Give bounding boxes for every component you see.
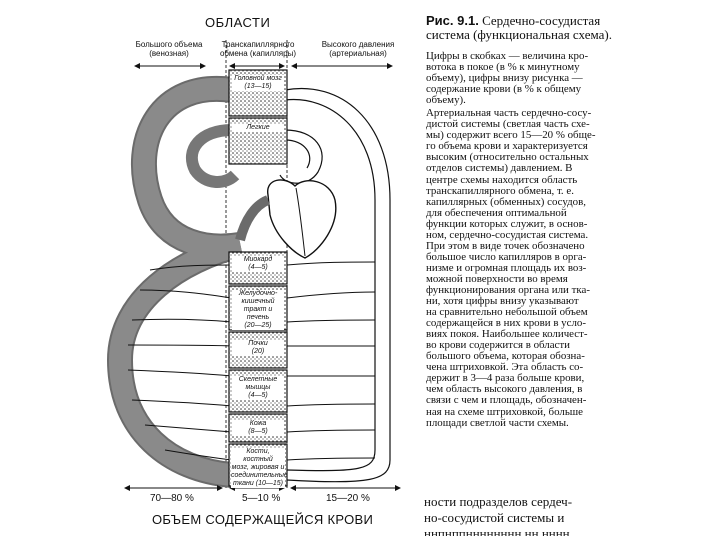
caption-line: чем область высокого давления, в: [426, 383, 583, 396]
caption-line: объему).: [426, 94, 466, 107]
organ-label-line: кишечный: [241, 298, 275, 305]
continuation-line-cropped: ннпнппнннннннн нн нннн: [424, 526, 570, 536]
organ-label-gi-tract-liver: Желудочно- кишечный тракт и печень (20—2…: [232, 290, 284, 330]
caption-figure-title: Сердечно-сосудистая система (функциональ…: [426, 13, 612, 42]
column-header-line: Высокого давления: [321, 40, 395, 49]
caption-line: связи с чем и площадь, обозначен-: [426, 394, 587, 407]
organ-label-line: (20): [251, 348, 265, 355]
organ-label-line: Головной мозг: [234, 75, 282, 82]
caption-line: чена штриховкой. Эта область со-: [426, 361, 584, 374]
organ-label-line: мышцы: [245, 384, 271, 391]
organ-label-line: Желудочно-: [238, 290, 278, 297]
volume-percent-capillary: 5—10 %: [242, 493, 281, 504]
caption-line: держит в 3—4 раза больше крови,: [426, 372, 585, 385]
column-header-arterial: Высокого давления (артериальная): [312, 40, 404, 58]
caption-line: высоким (относительно остальных: [426, 151, 589, 164]
caption-figure-number: Рис. 9.1.: [426, 13, 479, 28]
column-header-capillary: Транскапиллярного обмена (капилляры): [218, 40, 298, 58]
heart: [235, 179, 337, 259]
organ-label-bones-fat: Кости, костный мозг, жировая и соедините…: [231, 448, 288, 488]
caption-line: дистой системы (светлая часть схе-: [426, 118, 590, 131]
organ-label-line: Почки: [248, 340, 268, 347]
organ-label-lungs: Легкие: [232, 124, 284, 132]
caption-line: Артериальная часть сердечно-сосу-: [426, 107, 592, 120]
continuation-line: но-сосудистой системы и: [424, 510, 565, 525]
continuation-line: ности подразделов сердеч-: [424, 494, 573, 509]
organ-label-line: (13—15): [244, 83, 272, 90]
caption-line: площади светлой части схемы.: [426, 416, 569, 429]
caption-line: виях покоя. Наибольшее количест-: [426, 328, 588, 341]
organ-label-line: Легкие: [246, 124, 270, 131]
organ-label-line: тракт и печень: [243, 306, 273, 321]
organ-label-kidneys: Почки (20): [232, 340, 284, 356]
venous-branches: [127, 264, 233, 461]
caption-line: транскапиллярного обмена, т. е.: [426, 184, 574, 197]
caption-line: можной поверхности во время: [426, 272, 568, 285]
caption-line: во крови содержится в области: [426, 339, 570, 352]
column-header-line: (артериальная): [329, 49, 387, 58]
caption-line: ная на схеме штриховкой, больше: [426, 405, 584, 418]
continuation-text: ности подразделов сердеч- но-сосудистой …: [424, 494, 616, 536]
caption-line: большого объема, которая обозна-: [426, 350, 585, 363]
caption-line: объему), цифры внизу рисунка —: [426, 72, 583, 85]
organ-label-line: мозг, жировая и: [231, 464, 285, 471]
caption-line: отделов системы) давлением. В: [426, 162, 573, 175]
column-header-line: обмена (капилляры): [219, 49, 296, 58]
arterial-lines: [279, 88, 391, 483]
caption-line: функции которых служит, в основ-: [426, 217, 588, 230]
column-header-line: (венозная): [149, 49, 189, 58]
organ-label-line: Кости, костный: [243, 448, 273, 463]
column-header-line: Транскапиллярного: [221, 40, 295, 49]
column-header-venous: Большого объема (венозная): [124, 40, 214, 58]
caption-line: содержащейся в них крови в усло-: [426, 317, 586, 330]
organ-label-line: (20—25): [244, 322, 272, 329]
organ-label-line: (4—5): [248, 392, 268, 399]
caption-line: Цифры в скобках — величина кро-: [426, 50, 589, 62]
caption-line: на сравнительно небольшой объем: [426, 306, 588, 319]
caption-line: низме и огромная площадь их воз-: [426, 261, 587, 274]
caption-line: го объема крови и характеризуется: [426, 140, 588, 153]
caption-line: При этом в виде точек обозначено: [426, 239, 585, 252]
caption-line: большое число капилляров в орга-: [426, 250, 587, 263]
organ-label-line: Скелетные: [238, 376, 278, 383]
organ-label-line: (8—5): [248, 428, 268, 435]
diagram-title: ОБЛАСТИ: [205, 15, 271, 30]
caption-line: содержание крови (в % к общему: [426, 83, 582, 96]
caption-line: капиллярных (обменных) сосудов,: [426, 195, 586, 208]
organ-label-line: Миокард: [243, 256, 273, 263]
caption-line: функционирования органа или тка-: [426, 283, 590, 296]
caption-body: Цифры в скобках — величина кро-вотока в …: [426, 50, 616, 429]
organ-label-line: соединительные: [231, 472, 288, 479]
volume-percent-arterial: 15—20 %: [326, 493, 370, 504]
caption-line: центре схемы находится область: [426, 173, 578, 186]
caption-line: мы) содержит всего 15—20 % обще-: [426, 129, 596, 142]
cardiovascular-diagram: ОБЛАСТИ Большого объема (венозная) Транс…: [106, 15, 404, 527]
organ-label-line: ткани (10—15): [233, 480, 283, 487]
organ-label-skin: Кожа (8—5): [232, 420, 284, 436]
blood-volume-title: ОБЪЕМ СОДЕРЖАЩЕЙСЯ КРОВИ: [152, 512, 374, 527]
column-header-line: Большого объема: [135, 40, 203, 49]
volume-percent-venous: 70—80 %: [150, 493, 194, 504]
organ-label-head-brain: Головной мозг (13—15): [232, 75, 284, 91]
venous-curve: [106, 75, 245, 488]
organ-label-skeletal-muscles: Скелетные мышцы (4—5): [232, 376, 284, 400]
organ-label-line: Кожа: [249, 420, 267, 427]
caption-line: ном, сердечно-сосудистая система.: [426, 228, 589, 241]
caption-line: для обеспечения оптимальной: [426, 206, 567, 219]
caption-heading: Рис. 9.1. Сердечно-сосудистая система (ф…: [426, 14, 616, 41]
caption-line: ни, хотя цифры внизу указывают: [426, 295, 579, 308]
organ-label-line: (4—5): [248, 264, 268, 271]
diagram-svg: [106, 40, 401, 491]
organ-label-myocardium: Миокард (4—5): [232, 256, 284, 272]
caption-line: вотока в покое (в % к минутному: [426, 61, 580, 74]
figure-caption: Рис. 9.1. Сердечно-сосудистая система (ф…: [426, 14, 616, 429]
arterial-branches: [286, 261, 376, 461]
